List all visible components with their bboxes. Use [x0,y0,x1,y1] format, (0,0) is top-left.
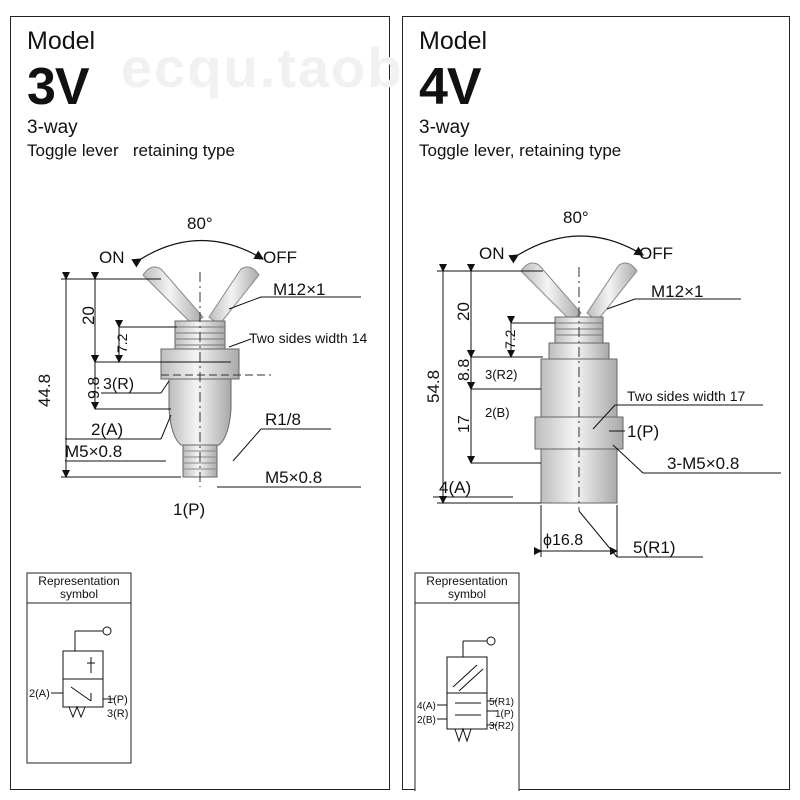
type-label: Toggle lever, retaining type [419,141,622,160]
port-m5-label: 3-M5×0.8 [667,454,739,473]
port-2-label: 2(B) [485,405,510,420]
ports-title: 3-way [27,117,78,138]
model-code: 4V [419,58,482,116]
off-label: OFF [263,248,297,267]
lever-off [586,262,638,322]
threaded-stem [182,444,218,478]
symbol-title: Representation symbol [426,574,508,601]
angle-label: 80° [563,208,589,227]
sym-port-1: 1(P) [495,709,514,720]
thread-r-label: R1/8 [265,410,301,429]
dim-20: 20 [454,302,473,321]
port-3-label: 3(R2) [485,367,518,382]
on-label: ON [99,248,125,267]
dia-label: ϕ16.8 [543,532,583,549]
lever-on [520,262,582,322]
off-label: OFF [639,244,673,263]
angle-arc [131,239,265,268]
port-4-label: 4(A) [439,478,471,497]
on-label: ON [479,244,505,263]
type-label: Toggle lever retaining type [27,141,235,160]
model-label: Model [27,27,96,55]
sym-port-1: 1(P) [107,694,128,706]
model-label: Model [419,27,488,55]
ports-title: 3-way [419,117,470,138]
panel-3v: ecqu.taobao.com Model 3V 3-way Toggle le… [10,16,610,790]
valve-3v-drawing: 80° ON OFF [26,214,367,764]
dim-7-2: 7.2 [502,329,518,349]
width-label: Two sides width 17 [627,388,745,404]
port-2-label: 2(A) [91,420,123,439]
lever-off [208,266,260,326]
valve-4v-drawing: 80° ON OFF [414,208,781,791]
symbol-box [26,572,132,764]
thread-top-label: M12×1 [651,282,703,301]
sym-port-2: 2(A) [29,688,50,700]
sym-port-5: 5(R1) [489,697,514,708]
port-m5-label: M5×0.8 [65,442,122,461]
dim-20: 20 [79,306,98,325]
sym-port-3: 3(R) [107,708,128,720]
port-5-label: 5(R1) [633,538,676,557]
port-m5b-label: M5×0.8 [265,468,322,487]
dim-7-2: 7.2 [114,333,130,353]
dim-9-8: 9.8 [86,377,103,399]
sym-port-3: 3(R2) [489,721,514,732]
symbol-4v [437,636,497,743]
width-label: Two sides width 14 [249,330,367,346]
model-code: 3V [27,58,90,116]
sym-port-2: 2(B) [417,715,436,726]
dim-total: 44.8 [35,374,54,407]
sym-port-4: 4(A) [417,701,436,712]
port-1-label: 1(P) [627,422,659,441]
dim-17: 17 [456,415,473,433]
symbol-title: Representation symbol [38,574,120,601]
port-3-label: 3(R) [103,376,134,393]
symbol-3v [51,626,115,719]
lever-on [142,266,204,326]
dim-total: 54.8 [424,370,443,403]
symbol-box [414,572,520,791]
panel-4v: Model 4V 3-way Toggle lever, retaining t… [402,16,790,791]
angle-arc [508,235,645,264]
dim-8-8: 8.8 [456,359,473,381]
port-1-label: 1(P) [173,500,205,519]
thread-top-label: M12×1 [273,280,325,299]
angle-label: 80° [187,214,213,233]
